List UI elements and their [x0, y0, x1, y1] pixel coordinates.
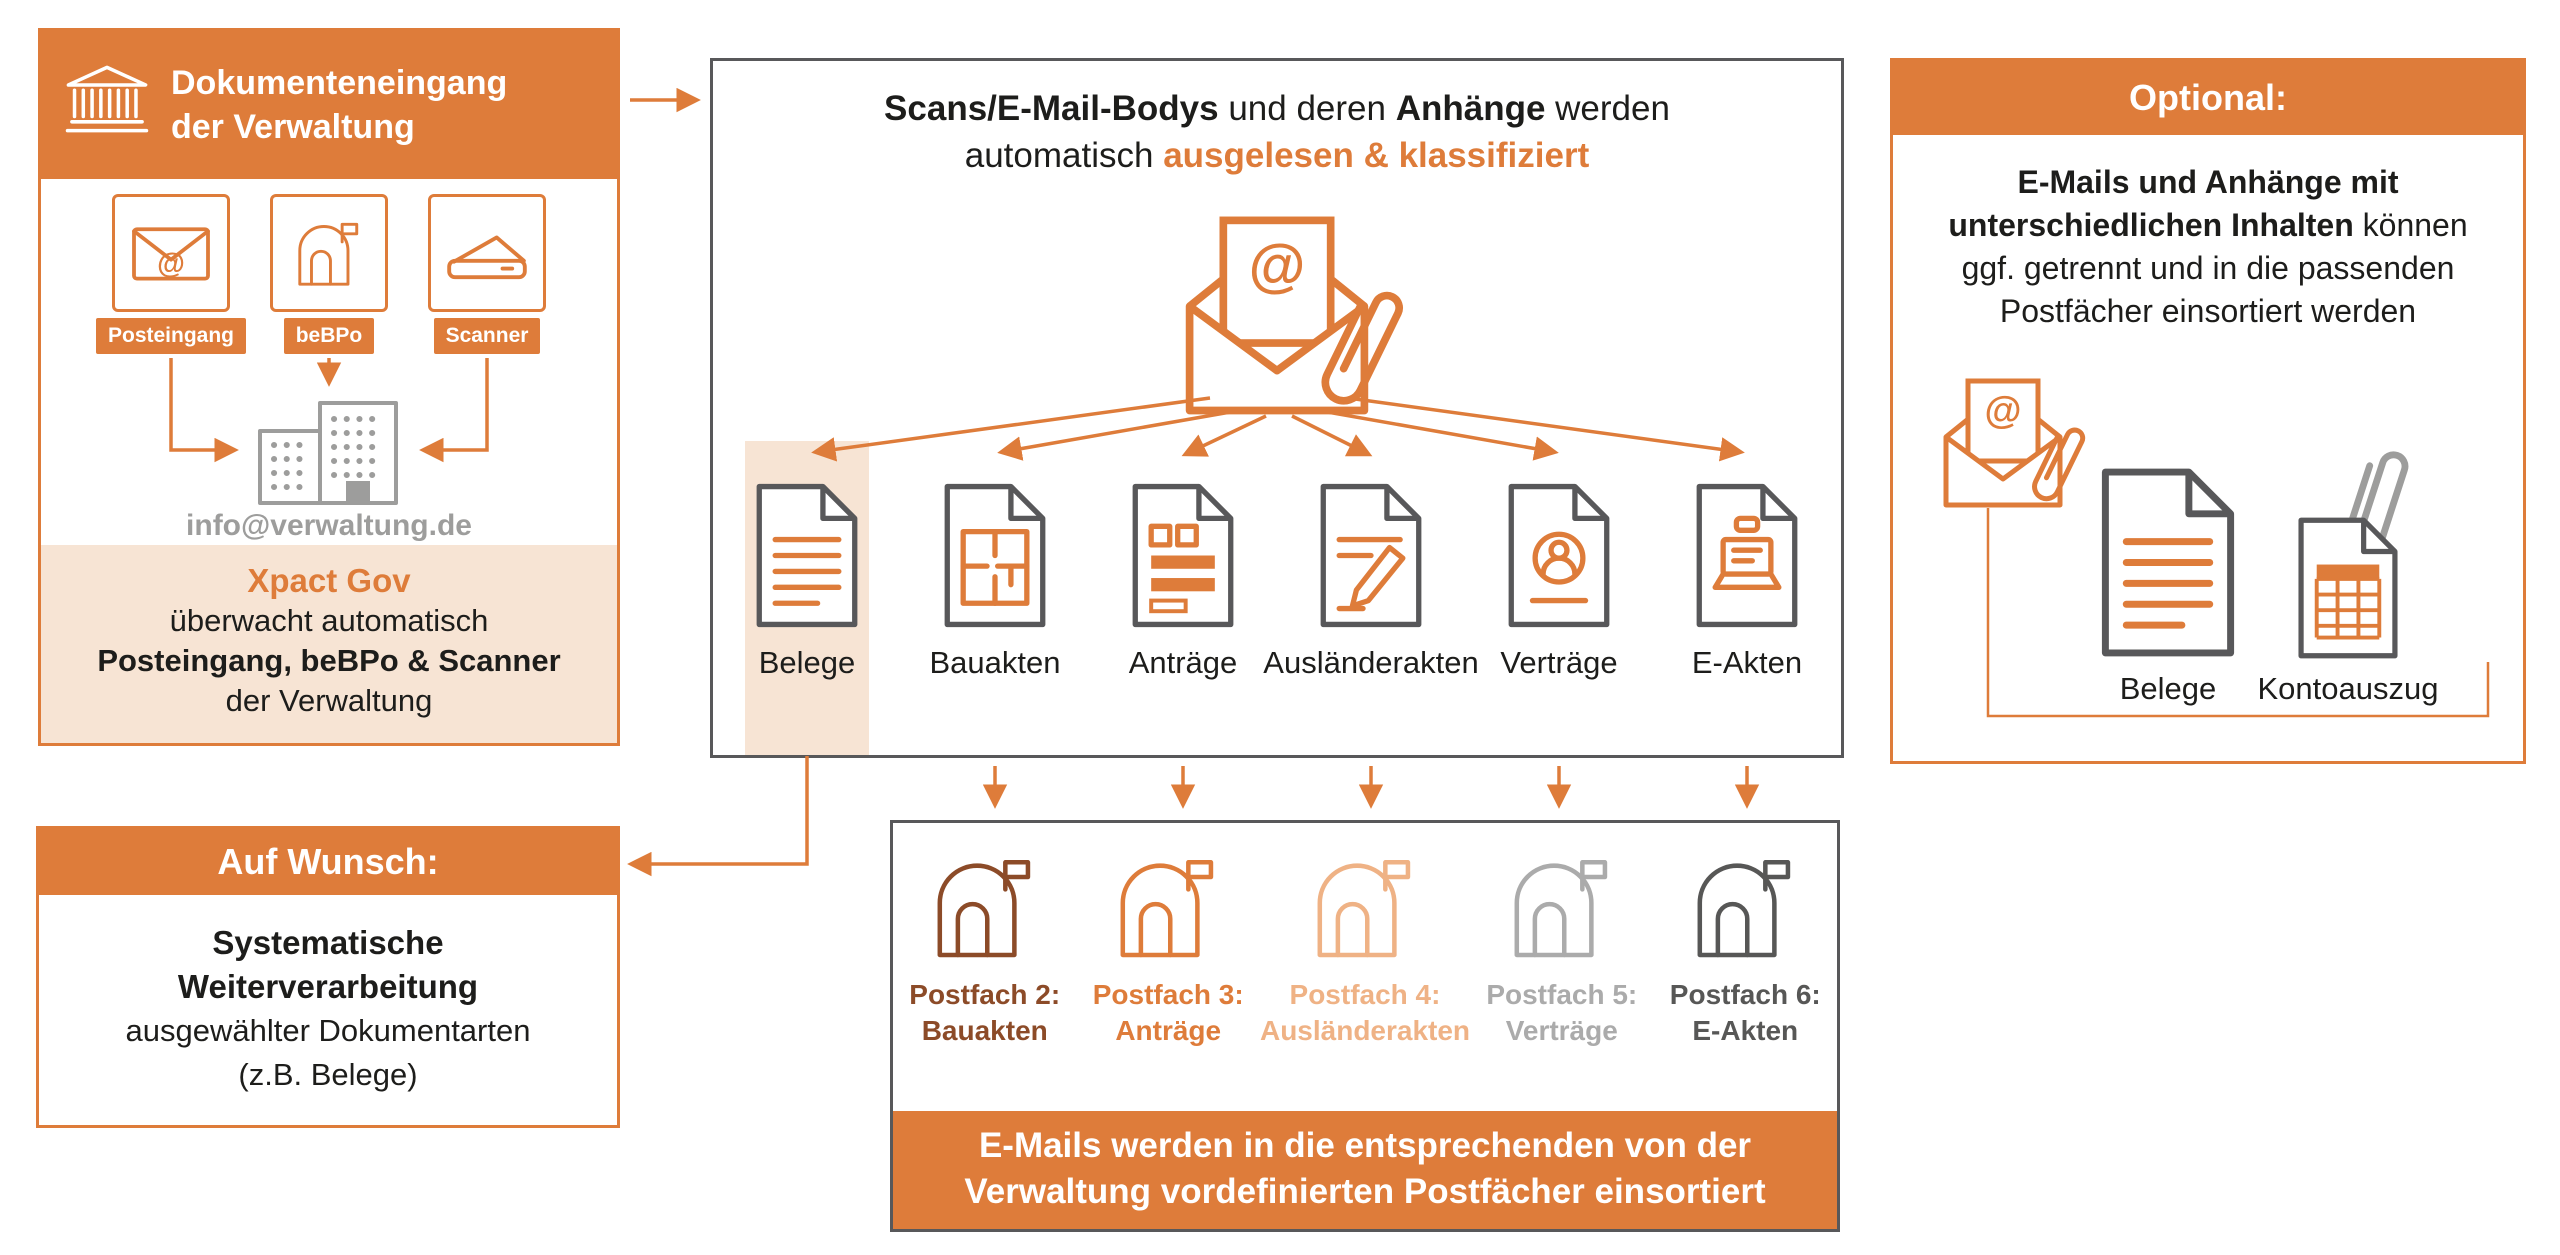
optional-text-line3: ggf. getrennt und in die passenden [1961, 250, 2455, 286]
optional-header: Optional: [1893, 61, 2523, 135]
open-envelope-paperclip-icon [1928, 375, 2078, 520]
mailboxes-box: Postfach 2: Bauakten Postfach 3: Anträge… [890, 820, 1840, 1232]
doc-type-belege: Belege [713, 481, 901, 681]
banner-line1: E-Mails werden in die entsprechenden von… [978, 1126, 1752, 1165]
mailbox-postfach-6: Postfach 6: E-Akten [1654, 851, 1837, 1049]
mailbox-icon [1686, 851, 1804, 969]
mailbox-postfach-5: Postfach 5: Verträge [1470, 851, 1653, 1049]
channel-label: beBPo [283, 318, 375, 354]
doc-type-bauakten: Bauakten [901, 481, 1089, 681]
mailbox-name: Postfach 5: [1486, 979, 1638, 1010]
channel-label: Scanner [433, 318, 541, 354]
document-form-icon [1122, 481, 1244, 635]
mailbox-postfach-4: Postfach 4: Ausländerakten [1260, 851, 1470, 1049]
mailbox-icon [1109, 851, 1227, 969]
channel-bebpo: beBPo [254, 194, 404, 354]
mailbox-label: Postfach 3: Anträge [1093, 977, 1244, 1049]
optional-text-line4: Postfächer einsortiert werden [1999, 293, 2417, 329]
mailbox-name: Postfach 4: [1289, 979, 1441, 1010]
svg-text:@: @ [157, 248, 185, 280]
mailbox-label: Postfach 2: Bauakten [909, 977, 1060, 1049]
xpact-gov-section: Xpact Gov überwacht automatisch Posteing… [41, 545, 617, 743]
channel-scanner: Scanner [412, 194, 562, 354]
doc-label: Belege [758, 645, 856, 680]
mailbox-postfach-2: Postfach 2: Bauakten [893, 851, 1076, 1049]
mailbox-icon [926, 851, 1044, 969]
open-envelope-paperclip-icon [1162, 211, 1392, 431]
input-channels: @ Posteingang beBPo Scanner [41, 194, 617, 354]
mailbox-icon [1306, 851, 1424, 969]
doc-type-eakten: E-Akten [1653, 481, 1841, 681]
bank-statement-icon [2288, 515, 2408, 666]
document-input-title: Dokumenteneingang der Verwaltung [171, 61, 507, 149]
document-floorplan-icon [934, 481, 1056, 635]
scanner-icon [428, 194, 546, 312]
wish-text: Systematische Weiterverarbeitung ausgewä… [39, 921, 617, 1097]
optional-text-line1: E-Mails und Anhänge mit [2017, 164, 2399, 200]
document-pencil-icon [1310, 481, 1432, 635]
banner-line2: Verwaltung vordefinierten Postfächer ein… [964, 1172, 1766, 1211]
government-building-icon [63, 63, 151, 147]
xpact-desc-line3: der Verwaltung [225, 683, 433, 718]
document-lines-icon [746, 481, 868, 635]
wish-line3: ausgewählter Dokumentarten [125, 1013, 531, 1048]
channel-label: Posteingang [96, 318, 247, 354]
wish-box: Auf Wunsch: Systematische Weiterverarbei… [36, 826, 620, 1128]
mailbox-name: Postfach 3: [1092, 979, 1244, 1010]
doc-type-vertraege: Verträge [1465, 481, 1653, 681]
mailbox-label: Postfach 5: Verträge [1486, 977, 1637, 1049]
mailbox-category: Verträge [1505, 1015, 1618, 1046]
xpact-desc-line1: überwacht automatisch [169, 603, 489, 638]
building-email-label: info@verwaltung.de [186, 509, 472, 542]
document-types-row: Belege Bauakten Anträge Ausländerakten [713, 481, 1841, 681]
mailbox-label: Postfach 4: Ausländerakten [1260, 977, 1470, 1049]
doc-label: E-Akten [1691, 645, 1803, 680]
mailboxes-banner: E-Mails werden in die entsprechenden von… [893, 1111, 1837, 1229]
administration-building-icon [244, 395, 414, 512]
mailbox-label: Postfach 6: E-Akten [1670, 977, 1821, 1049]
mailbox-name: Postfach 2: [909, 979, 1061, 1010]
wish-header: Auf Wunsch: [39, 829, 617, 895]
document-laptop-icon [1686, 481, 1808, 635]
mailbox-icon [1503, 851, 1621, 969]
classify-title: Scans/E-Mail-Bodys und deren Anhänge wer… [713, 85, 1841, 179]
title-line2: der Verwaltung [171, 108, 415, 146]
xpact-desc-line2: Posteingang, beBPo & Scanner [97, 643, 561, 678]
mailbox-category: E-Akten [1692, 1015, 1799, 1046]
mailbox-category: Bauakten [921, 1015, 1048, 1046]
optional-box: Optional: E-Mails und Anhänge mit unters… [1890, 58, 2526, 764]
title-line1: Dokumenteneingang [171, 64, 508, 102]
document-person-icon [1498, 481, 1620, 635]
doc-label: Bauakten [929, 645, 1061, 680]
wish-line1: Systematische [212, 924, 444, 961]
classification-box: Scans/E-Mail-Bodys und deren Anhänge wer… [710, 58, 1844, 758]
mailbox-icon [270, 194, 388, 312]
mailbox-category: Ausländerakten [1259, 1015, 1471, 1046]
mailbox-name: Postfach 6: [1669, 979, 1821, 1010]
wish-line4: (z.B. Belege) [238, 1057, 418, 1092]
envelope-at-icon: @ [112, 194, 230, 312]
document-lines-icon [2088, 465, 2248, 665]
mailboxes-row: Postfach 2: Bauakten Postfach 3: Anträge… [893, 851, 1837, 1049]
classify-title-line1: Scans/E-Mail-Bodys und deren Anhänge wer… [884, 89, 1670, 128]
channel-posteingang: @ Posteingang [96, 194, 247, 354]
mailbox-postfach-3: Postfach 3: Anträge [1076, 851, 1259, 1049]
doc-label: Ausländerakten [1263, 645, 1479, 680]
brand-name: Xpact Gov [247, 562, 411, 599]
arrow-belege-to-wish [627, 756, 809, 877]
document-input-header: Dokumenteneingang der Verwaltung [41, 31, 617, 179]
wish-line2: Weiterverarbeitung [177, 968, 479, 1005]
optional-doc-label: Belege [2119, 671, 2217, 706]
doc-type-antraege: Anträge [1089, 481, 1277, 681]
optional-statement-label: Kontoauszug [2257, 671, 2439, 706]
doc-label: Anträge [1128, 645, 1238, 680]
document-input-box: Dokumenteneingang der Verwaltung @ Poste… [38, 28, 620, 746]
doc-type-auslaenderakten: Ausländerakten [1263, 481, 1479, 681]
classify-title-line2: automatisch ausgelesen & klassifiziert [964, 136, 1590, 175]
doc-label: Verträge [1500, 645, 1618, 680]
optional-text: E-Mails und Anhänge mit unterschiedliche… [1909, 161, 2507, 333]
mailbox-category: Anträge [1115, 1015, 1222, 1046]
optional-text-line2: unterschiedlichen Inhalten können [1948, 207, 2468, 243]
